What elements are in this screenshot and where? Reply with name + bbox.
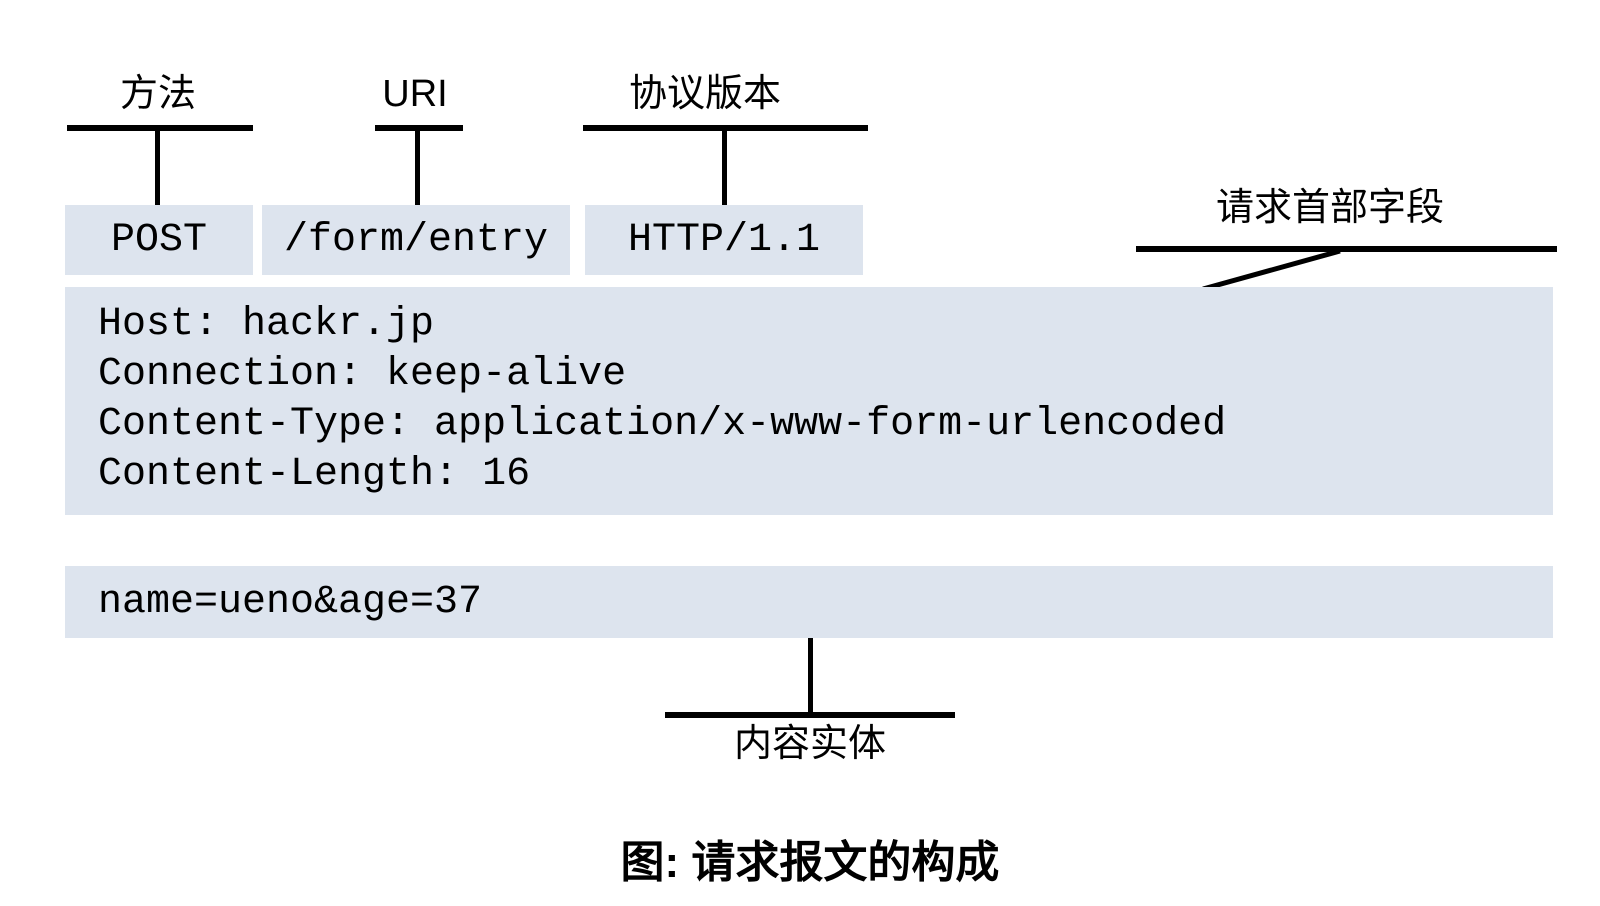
protocol-version-box: HTTP/1.1 <box>585 205 863 275</box>
entity-body-callout-rule <box>665 712 955 718</box>
header-line-content-length: Content-Length: 16 <box>98 452 531 497</box>
protocol-version-callout-stem <box>722 128 727 206</box>
entity-body-label: 内容实体 <box>733 723 886 765</box>
method-callout-rule <box>67 125 253 131</box>
entity-body-callout-stem <box>808 638 813 714</box>
protocol-version-label: 协议版本 <box>628 73 781 115</box>
uri-callout-stem <box>415 128 420 206</box>
method-callout-stem <box>155 128 160 206</box>
header-line-content-type: Content-Type: application/x-www-form-url… <box>98 402 1227 447</box>
uri-label: URI <box>382 73 448 115</box>
request-header-fields-label: 请求首部字段 <box>1215 187 1444 229</box>
method-label: 方法 <box>119 73 196 115</box>
method-box: POST <box>65 205 253 275</box>
request-header-fields-rule <box>1136 246 1557 252</box>
header-line-host: Host: hackr.jp <box>98 302 435 347</box>
figure-caption: 图: 请求报文的构成 <box>620 838 1000 887</box>
entity-body-box: name=ueno&age=37 <box>65 566 1553 638</box>
header-line-connection: Connection: keep-alive <box>98 352 627 397</box>
header-fields-box: Host: hackr.jp Connection: keep-alive Co… <box>65 287 1553 515</box>
uri-box: /form/entry <box>262 205 570 275</box>
